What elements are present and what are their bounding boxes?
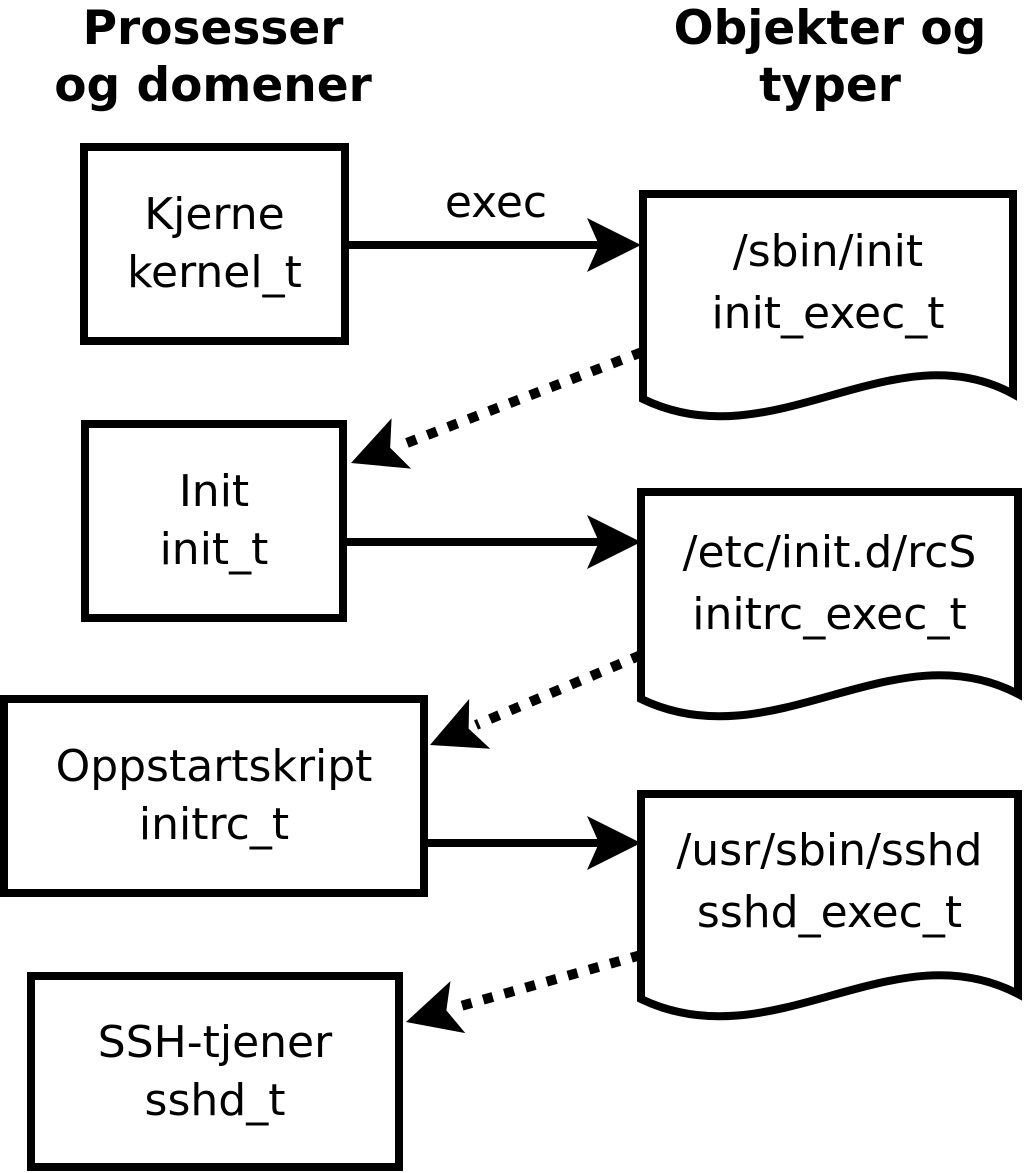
process-box-kernel-type: kernel_t [127, 247, 302, 298]
process-box-sshd: SSH-tjener sshd_t [27, 972, 403, 1171]
process-box-sshd-type: sshd_t [144, 1074, 286, 1126]
process-box-init-type: init_t [159, 524, 269, 575]
document-etc-initd-rcs-path: /etc/init.d/rcS [682, 527, 977, 578]
document-sbin-init-type: init_exec_t [711, 288, 945, 339]
process-box-kernel-label: Kjerne [144, 189, 285, 240]
process-box-init: Init init_t [81, 420, 347, 622]
process-box-init-label: Init [178, 466, 250, 517]
document-label-sbin-init: /sbin/init init_exec_t [641, 221, 1015, 345]
transition-arrow-initrc-arrowhead [430, 699, 491, 749]
process-box-sshd-label: SSH-tjener [97, 1016, 333, 1068]
process-box-initrc: Oppstartskript initrc_t [0, 695, 428, 897]
column-header-objects: Objekter og typer [635, 0, 1024, 114]
exec-arrow-init-arrowhead [587, 515, 641, 569]
process-box-kernel: Kjerne kernel_t [80, 143, 349, 345]
transition-arrow-sshd-line [452, 950, 643, 1013]
process-box-initrc-type: initrc_t [138, 799, 290, 850]
document-etc-initd-rcs-type: initrc_exec_t [692, 589, 967, 640]
exec-arrow-initrc-arrowhead [587, 816, 641, 870]
transition-arrow-init-arrowhead [351, 418, 412, 469]
transition-arrow-init-line [397, 347, 644, 451]
exec-arrow-kernel-arrowhead [587, 218, 641, 272]
document-usr-sbin-sshd-type: sshd_exec_t [696, 887, 963, 938]
header-processes-line1: Prosesser [82, 1, 344, 56]
transition-arrow-initrc-line [474, 650, 643, 730]
column-header-processes: Prosesser og domener [38, 0, 388, 114]
transition-arrow-sshd-arrowhead [406, 981, 466, 1034]
exec-edge-label-text: exec [444, 177, 548, 228]
header-objects-line1: Objekter og [673, 1, 987, 56]
header-processes-line2: og domener [54, 58, 372, 113]
document-usr-sbin-sshd-path: /usr/sbin/sshd [676, 825, 983, 876]
document-sbin-init-path: /sbin/init [732, 226, 924, 277]
process-box-initrc-label: Oppstartskript [55, 741, 373, 792]
exec-edge-label: exec [441, 178, 551, 228]
document-label-etc-initd-rcs: /etc/init.d/rcS initrc_exec_t [639, 522, 1020, 646]
header-objects-line2: typer [759, 58, 901, 113]
document-label-usr-sbin-sshd: /usr/sbin/sshd sshd_exec_t [639, 820, 1020, 944]
